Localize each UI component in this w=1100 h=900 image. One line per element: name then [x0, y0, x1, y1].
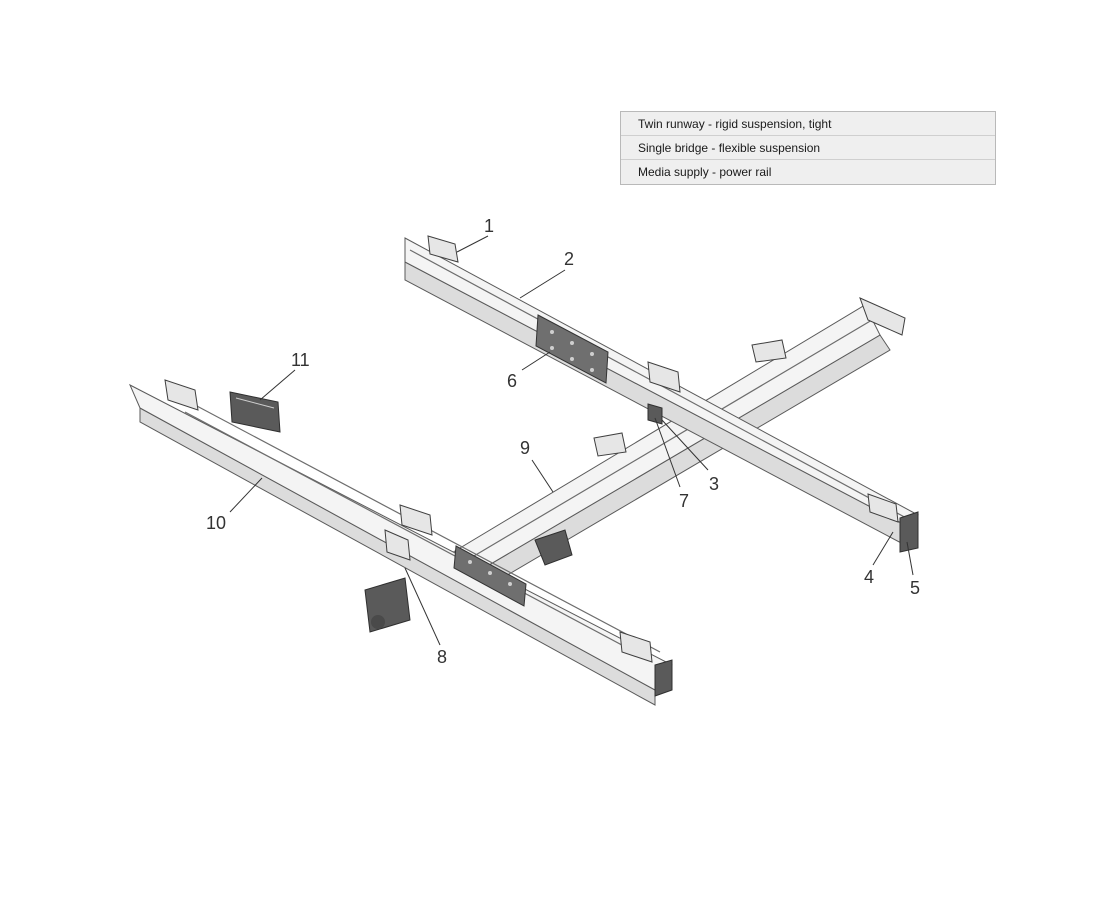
callout-3: 3	[709, 474, 719, 494]
upper-runway-side	[404, 261, 906, 546]
legend-table: Twin runway - rigid suspension, tight Si…	[620, 111, 996, 185]
bridge-rail-top	[439, 304, 881, 586]
callout-1: 1	[484, 216, 494, 236]
leader-9	[531, 459, 554, 493]
upper-runway-clamp-right	[867, 493, 899, 523]
callout-10: 10	[206, 513, 226, 533]
callout-4: 4	[864, 567, 874, 587]
leader-5	[906, 541, 914, 576]
callout-9: 9	[520, 438, 530, 458]
upper-runway-end-cap	[899, 511, 919, 553]
bridge-rail-groove	[446, 319, 873, 573]
leader-7	[654, 417, 681, 488]
hoist-motor	[364, 577, 411, 633]
bridge-rail	[439, 297, 906, 601]
legend-row-single-bridge: Single bridge - flexible suspension	[621, 136, 995, 160]
hoist-wheel	[371, 615, 385, 629]
supply-box-detail	[235, 397, 275, 409]
callout-5: 5	[910, 578, 920, 598]
plate-bolt	[590, 352, 594, 356]
lower-runway-end-cap	[654, 659, 673, 697]
callout-8: 8	[437, 647, 447, 667]
leader-2	[519, 269, 566, 299]
callout-7: 7	[679, 491, 689, 511]
plate-bolt	[468, 560, 472, 564]
plate-bolt	[508, 582, 512, 586]
lower-runway-clamp-middle	[399, 504, 433, 536]
bridge-rail-end-cap	[859, 297, 906, 336]
leader-1	[456, 235, 489, 253]
plate-bolt	[570, 341, 574, 345]
plate-bolt	[590, 368, 594, 372]
lower-runway-rail	[128, 379, 673, 706]
legend-row-twin-runway: Twin runway - rigid suspension, tight	[621, 112, 995, 136]
upper-runway-clamp-middle	[647, 361, 681, 393]
upper-runway-rail	[404, 235, 919, 553]
bridge-clamp-right	[751, 339, 787, 363]
legend-row-media-supply: Media supply - power rail	[638, 165, 772, 179]
media-supply-box	[229, 391, 281, 433]
lower-runway-side	[139, 407, 656, 706]
lower-runway-groove-a	[184, 411, 651, 661]
callout-6: 6	[507, 371, 517, 391]
trolley-hook	[534, 529, 573, 566]
plate-bolt	[570, 357, 574, 361]
plate-bolt	[550, 330, 554, 334]
leader-4	[872, 531, 894, 566]
plate-bolt	[550, 346, 554, 350]
callout-2: 2	[564, 249, 574, 269]
lower-joint-plate	[453, 545, 527, 607]
bridge-trolley-lower	[384, 529, 411, 561]
leader-3	[661, 419, 709, 471]
leader-8	[404, 567, 441, 646]
lower-runway-clamp-left	[164, 379, 199, 411]
upper-runway-clamp-left	[427, 235, 459, 263]
leader-6	[521, 351, 551, 371]
lower-runway-clamp-right	[619, 631, 653, 663]
callout-11: 11	[291, 350, 310, 370]
plate-bolt	[488, 571, 492, 575]
bridge-clamp-middle	[593, 432, 627, 457]
leader-11	[259, 369, 296, 401]
upper-joint-plate	[535, 314, 609, 384]
bridge-trolley-upper	[647, 403, 663, 425]
leader-10	[229, 477, 263, 513]
